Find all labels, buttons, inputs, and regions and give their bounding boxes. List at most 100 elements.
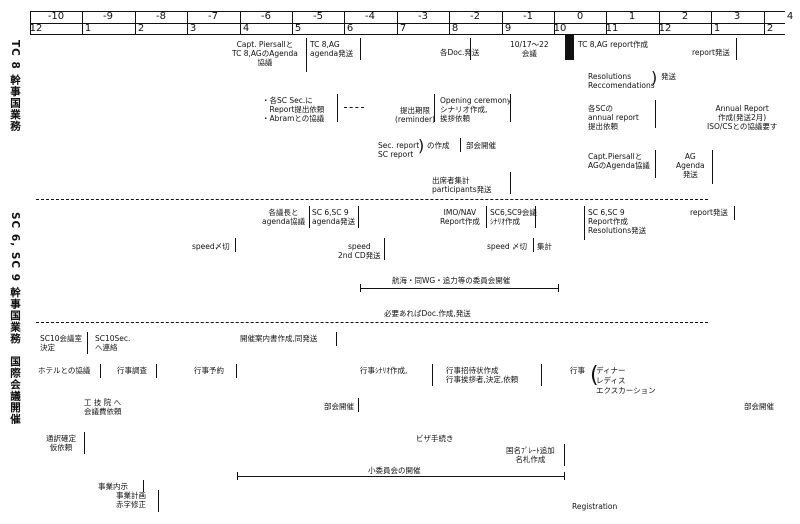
timeline-month-label: 1 [84, 23, 92, 34]
timeline-tick [187, 11, 188, 35]
tc8-sec-report-make: の作成 [427, 141, 450, 150]
timeline-tick [502, 11, 503, 35]
section-divider-1 [36, 199, 708, 200]
sc69-meeting: SC6,SC9会議 ｼﾅﾘｵ作成 [490, 208, 537, 226]
timeline-tick [30, 11, 31, 35]
tc8-participants: 出席者集計 participants発送 [432, 176, 492, 194]
conf-subcommittee1: 部会開催 [324, 402, 354, 411]
conf-sc10-room: SC10会議室 決定 [40, 334, 83, 352]
tc8-meeting-date: 10/17～22 会議 [510, 40, 549, 58]
timeline-tick [82, 11, 83, 35]
section-conf-label: 国際会議開催 [9, 356, 21, 425]
conf-visa: ビザ手続き [416, 434, 454, 443]
tc8-opening: Opening ceremony シナリオ作成, 挨拶依頼 [440, 96, 512, 123]
timeline-offset-label: 3 [733, 11, 741, 22]
timeline-offset-label: 4 [786, 11, 794, 22]
timeline-tick [135, 11, 136, 35]
section-tc8-label: TC 8 幹事国業務 [9, 40, 21, 132]
conf-nameplate: 国名ﾌﾟﾚｰﾄ追加 名札作成 [506, 446, 555, 464]
tc8-resolutions-bracket: ) [651, 68, 658, 87]
timeline-month-label: 3 [189, 23, 197, 34]
timeline-tick [292, 11, 293, 35]
conf-event-scenario: 行事ｼﾅﾘｵ作成, [360, 366, 408, 375]
tc8-capt-ag: Capt.Piersallと AGのAgenda協議 [588, 152, 650, 170]
section-sc69-label: SC 6, SC 9 幹事国業務 [9, 212, 21, 345]
tc8-sec-report-bracket: ) [418, 136, 425, 155]
timeline-tick [344, 11, 345, 35]
sc69-chairs-agenda: 各議長と agenda協議 [262, 208, 306, 226]
timeline-month-label: 12 [658, 23, 672, 34]
tc8-report-send: report発送 [692, 48, 730, 57]
timeline-month-label: 8 [451, 23, 459, 34]
timeline-offset-label: 0 [576, 11, 584, 22]
timeline-offset-label: -8 [156, 11, 166, 22]
conf-registration: Registration [572, 502, 618, 511]
conf-small-committee: 小委員会の開催 [368, 466, 421, 475]
timeline-offset-label: -7 [208, 11, 218, 22]
sc69-committees: 航海・同WG・追力等の委員会開催 [392, 276, 511, 285]
timeline-tick [240, 11, 241, 35]
timeline-month-label: 4 [242, 23, 250, 34]
conf-kogi: 工 技 院 へ 会議費依頼 [84, 398, 122, 416]
timeline-tick [554, 11, 555, 35]
timeline-month-label: 9 [504, 23, 512, 34]
tc8-docs-send: 各Doc.発送 [440, 48, 480, 57]
sc69-doc-make: 必要あればDoc.作成,発送 [384, 309, 471, 318]
conf-interpreter: 通訳確定 仮依頼 [46, 434, 76, 452]
tc8-ag-agenda: TC 8,AG agenda発送 [310, 40, 354, 58]
conf-secretariat: 事業内示 [98, 482, 128, 491]
timeline-month-label: 5 [294, 23, 302, 34]
tc8-ag-agenda-send: AG Agenda 発送 [676, 152, 705, 179]
sc69-imo-nav: IMO/NAV Report作成 [440, 208, 480, 226]
conf-event-invite: 行事招待状作成 行事挨拶者,決定,依頼 [446, 366, 519, 384]
sc69-tally: 集計 [537, 242, 552, 251]
tc8-subcommittee: 部会開催 [466, 141, 496, 150]
timeline-tick [764, 11, 765, 35]
conf-event-book: 行事予約 [194, 366, 224, 375]
sc69-report-send: report発送 [690, 208, 728, 217]
timeline-offset-label: -9 [103, 11, 113, 22]
section-divider-2 [36, 322, 708, 323]
timeline-offset-label: -3 [418, 11, 428, 22]
tc8-report-make: TC 8,AG report作成 [578, 40, 649, 49]
tc8-resolutions: Resolutions Reccomendations [588, 72, 655, 90]
timeline-month-label: 11 [605, 23, 619, 34]
sc69-speed-cut1: speed〆切 [192, 242, 230, 251]
conf-event-survey: 行事調査 [117, 366, 147, 375]
timeline-tick [397, 11, 398, 35]
conf-guide-doc: 開催案内書作成,同発送 [240, 334, 318, 343]
timeline-offset-label: -2 [470, 11, 480, 22]
timeline-tick [711, 11, 712, 35]
timeline-tick [659, 11, 660, 35]
tc8-resolutions-send: 発送 [661, 72, 676, 81]
timeline-offset-label: 2 [681, 11, 689, 22]
timeline-tick [449, 11, 450, 35]
conf-event: 行事 [570, 366, 585, 375]
timeline-offset-label: 1 [628, 11, 636, 22]
conf-subcommittee2: 部会開催 [744, 402, 774, 411]
sc69-speed-cut2: speed 〆切 [487, 242, 528, 251]
conf-project-plan: 事業計画 赤字修正 [116, 491, 146, 509]
timeline-month-label: 6 [346, 23, 354, 34]
tc8-deadline: 提出期限 (reminder) [395, 106, 435, 124]
timeline-month-label: 10 [553, 23, 567, 34]
tc8-sec-report: Sec. report SC report [378, 141, 420, 159]
timeline-month-label: 2 [137, 23, 145, 34]
timeline-month-label: 2 [766, 23, 774, 34]
sc69-report: SC 6,SC 9 Report作成 Resolutions発送 [588, 208, 647, 235]
timeline-offset-label: -1 [523, 11, 533, 22]
timeline-month-label: 7 [399, 23, 407, 34]
conf-dinner: ディナー レディス エクスカーション [596, 366, 656, 395]
conf-dinner-bracket: ( [590, 363, 599, 388]
sc69-agenda: SC 6,SC 9 agenda発送 [312, 208, 356, 226]
timeline-month-label: 12 [29, 23, 43, 34]
conf-hotel: ホテルとの協議 [38, 366, 91, 375]
timeline-offset-label: -6 [261, 11, 271, 22]
tc8-capt-agenda: Capt. Piersallと TC 8,AGのAgenda 協議 [232, 40, 298, 67]
tc8-annual-report: Annual Report 作成(発送2月) ISO/CSとの協議要す [707, 104, 778, 131]
tc8-sc-sec-request: ・各SC Sec.に Report提出依頼 ・Abramとの協議 [262, 96, 325, 123]
tc8-annual-sc: 各SCの annual report 提出依頼 [588, 104, 639, 131]
meeting-marker [565, 35, 574, 60]
timeline-month-label: 1 [713, 23, 721, 34]
timeline-offset-label: -10 [47, 11, 65, 22]
